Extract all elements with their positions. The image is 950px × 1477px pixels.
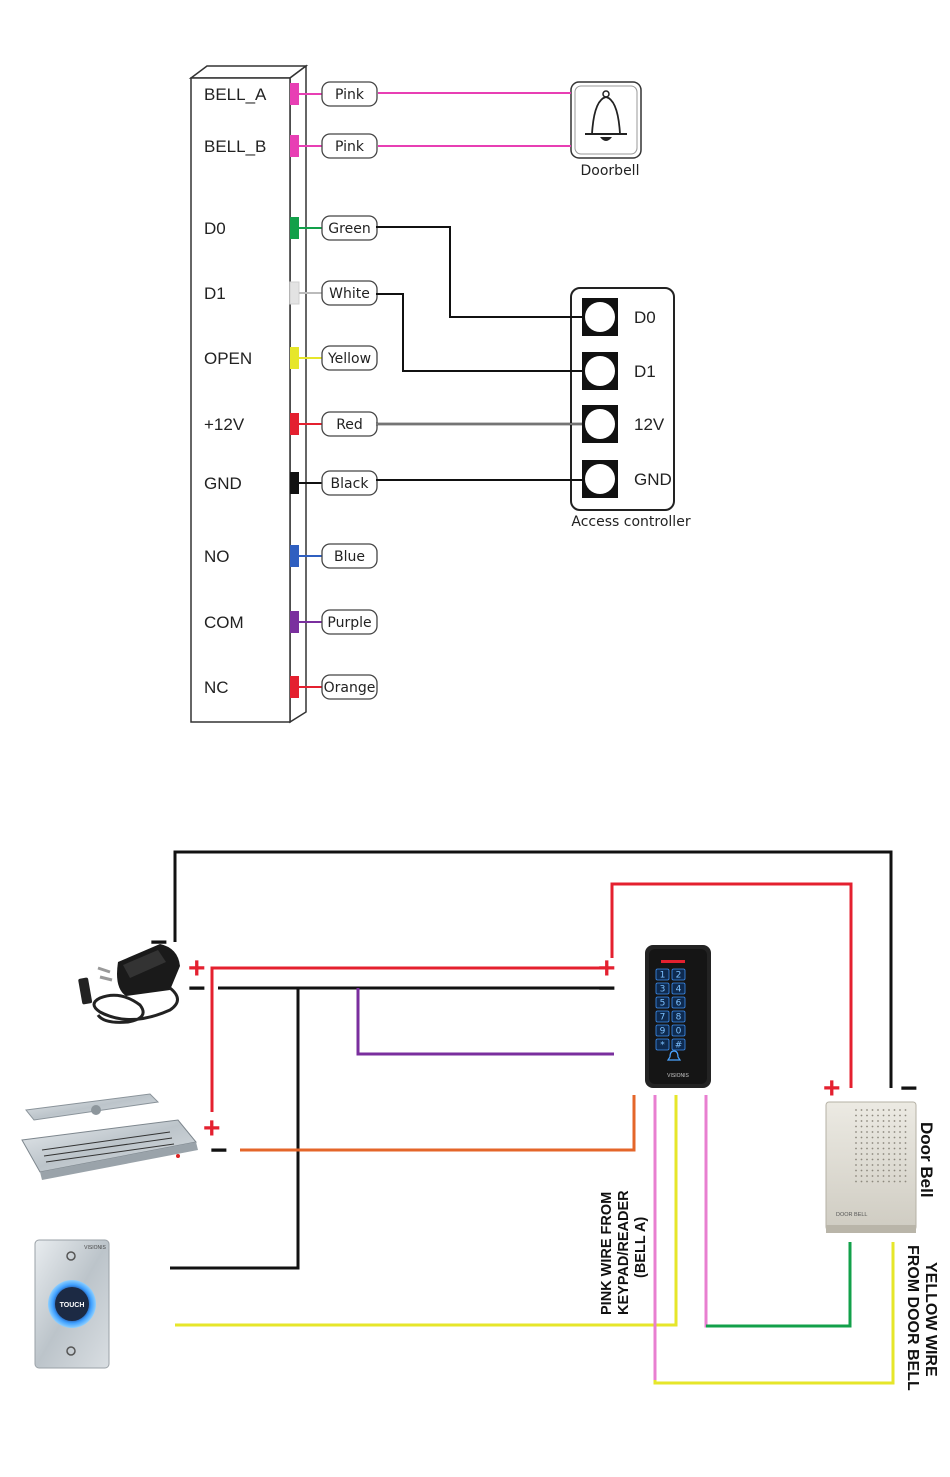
keypad-brand: VISIONIS — [667, 1073, 689, 1079]
keypad-key: * — [656, 1039, 669, 1051]
wire-color-label: Purple — [327, 615, 371, 631]
access-controller-caption: Access controller — [571, 514, 690, 530]
keypad-key: 2 — [672, 969, 685, 981]
terminal-label: GND — [204, 474, 242, 493]
keypad-key: 9 — [656, 1025, 669, 1037]
terminal-row: BELL_A Pink — [204, 82, 377, 106]
terminal-swatch — [290, 676, 299, 698]
terminal-label: D1 — [204, 284, 226, 303]
terminal-swatch — [290, 83, 299, 105]
svg-text:1: 1 — [660, 971, 666, 981]
controller-port-label: GND — [634, 470, 672, 489]
terminal-label: NO — [204, 547, 230, 566]
svg-text:6: 6 — [676, 999, 682, 1009]
svg-text:PINK WIRE FROM: PINK WIRE FROM — [599, 1192, 615, 1315]
magnetic-lock — [22, 1094, 198, 1180]
keypad-key: 3 — [656, 983, 669, 995]
minus-sign: − — [210, 1134, 228, 1167]
exit-button: VISIONIS TOUCH — [35, 1240, 109, 1368]
minus-sign: − — [598, 972, 616, 1005]
wire-color-label: Red — [336, 417, 363, 433]
keypad-key: 1 — [656, 969, 669, 981]
controller-port-label: D1 — [634, 362, 656, 381]
svg-text:9: 9 — [660, 1027, 666, 1037]
svg-text:0: 0 — [676, 1027, 682, 1037]
chime-label: DOOR BELL — [836, 1212, 867, 1218]
svg-text:2: 2 — [676, 971, 682, 981]
svg-text:8: 8 — [676, 1013, 682, 1023]
terminal-swatch — [290, 135, 299, 157]
wire-color-label: Pink — [335, 87, 365, 103]
wire-color-label: Pink — [335, 139, 365, 155]
minus-sign: − — [188, 972, 206, 1005]
brand-label: VISIONIS — [84, 1245, 106, 1251]
terminal-row: +12V Red — [204, 412, 377, 436]
terminal-label: +12V — [204, 415, 245, 434]
terminal-swatch — [290, 545, 299, 567]
polarity-signs: − + − + − + − + − — [150, 926, 918, 1167]
terminal-label: BELL_B — [204, 137, 266, 156]
terminal-row: BELL_B Pink — [204, 134, 377, 158]
svg-text:#: # — [675, 1041, 683, 1051]
wire-color-label: Black — [331, 476, 370, 492]
svg-text:7: 7 — [660, 1013, 666, 1023]
terminal-label: COM — [204, 613, 244, 632]
controller-port-label: 12V — [634, 415, 665, 434]
svg-text:(BELL A): (BELL A) — [633, 1217, 649, 1278]
terminal-label: OPEN — [204, 349, 252, 368]
terminal-label: D0 — [204, 219, 226, 238]
wire-color-label: White — [329, 286, 370, 302]
svg-text:YELLOW WIRE: YELLOW WIRE — [922, 1262, 939, 1377]
svg-text:4: 4 — [676, 985, 682, 995]
bottom-wires — [170, 852, 893, 1383]
terminal-swatch — [290, 413, 299, 435]
svg-text:FROM DOOR BELL: FROM DOOR BELL — [904, 1245, 921, 1391]
top-wires — [376, 93, 582, 480]
wire-color-label: Orange — [324, 680, 376, 696]
svg-text:3: 3 — [660, 985, 666, 995]
terminal-swatch — [290, 347, 299, 369]
touch-label: TOUCH — [60, 1302, 85, 1309]
pink-wire-note: PINK WIRE FROM KEYPAD/READER (BELL A) — [599, 1190, 649, 1315]
wire-color-label: Blue — [334, 549, 365, 565]
terminal-swatch — [290, 472, 299, 494]
doorbell: Doorbell — [571, 82, 641, 179]
svg-text:KEYPAD/READER: KEYPAD/READER — [616, 1190, 632, 1315]
wire-color-label: Green — [328, 221, 370, 237]
yellow-wire-note: YELLOW WIRE FROM DOOR BELL — [904, 1245, 939, 1391]
terminal-label: BELL_A — [204, 85, 267, 104]
terminal-swatch — [290, 611, 299, 633]
terminal-swatch — [290, 217, 299, 239]
keypad-key: 6 — [672, 997, 685, 1009]
keypad-key: # — [672, 1039, 685, 1051]
terminal-label: NC — [204, 678, 229, 697]
terminal-row: COM Purple — [204, 610, 377, 634]
plus-sign: + — [823, 1072, 841, 1105]
terminal-row: OPEN Yellow — [204, 346, 377, 370]
wire-color-label: Yellow — [327, 351, 371, 367]
door-bell-label: Door Bell — [917, 1122, 936, 1198]
terminal-swatch — [290, 282, 299, 304]
doorbell-caption: Doorbell — [581, 163, 640, 179]
keypad-key: 4 — [672, 983, 685, 995]
power-adapter — [78, 944, 180, 1022]
svg-text:5: 5 — [660, 999, 666, 1009]
door-chime: DOOR BELL — [826, 1102, 916, 1233]
svg-text:*: * — [660, 1041, 665, 1051]
keypad-key: 5 — [656, 997, 669, 1009]
controller-port-label: D0 — [634, 308, 656, 327]
keypad-key: 7 — [656, 1011, 669, 1023]
keypad-key: 0 — [672, 1025, 685, 1037]
terminal-row: GND Black — [204, 471, 377, 495]
minus-sign: − — [900, 1072, 918, 1105]
keypad-key: 8 — [672, 1011, 685, 1023]
